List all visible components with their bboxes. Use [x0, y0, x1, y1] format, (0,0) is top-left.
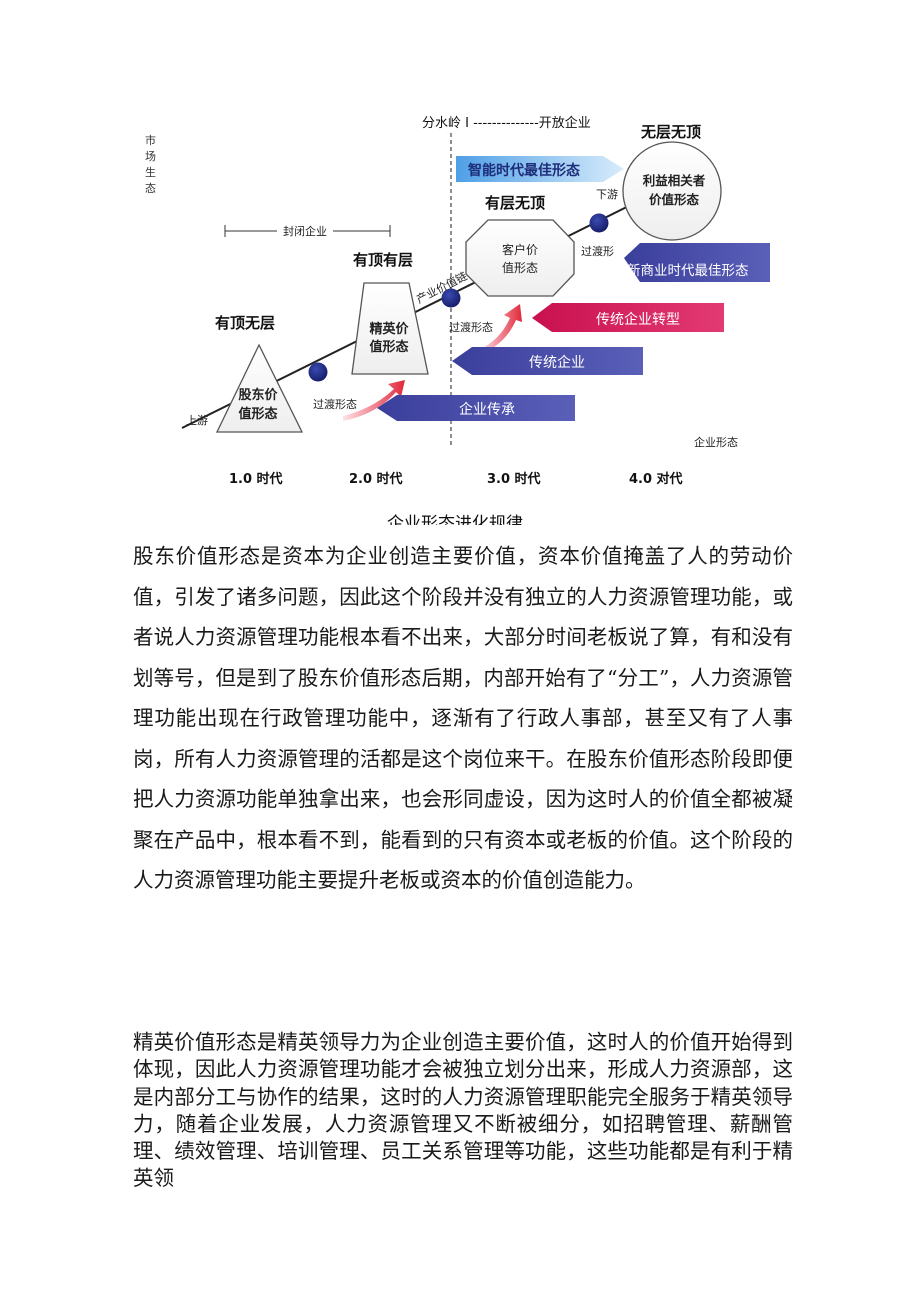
shareholder-triangle	[215, 343, 304, 433]
traditional-transform-label: 传统企业转型	[596, 311, 680, 328]
era-1-label: 1.0 时代	[229, 471, 283, 487]
upstream-label: 上游	[186, 414, 208, 427]
transition-dot-1	[308, 362, 328, 382]
form-3-line-1: 客户价	[502, 242, 538, 257]
diagram-caption: 企业形态进化规律	[387, 514, 523, 525]
transition-curve-arrow-1	[343, 380, 405, 421]
new-business-arrow	[624, 243, 770, 282]
form-2-line-1: 精英价	[369, 321, 409, 337]
stakeholder-circle	[622, 141, 722, 241]
form-2-top-label: 有顶有层	[353, 251, 413, 269]
downstream-label: 下游	[596, 188, 618, 201]
transition-label-3: 过渡形	[581, 244, 614, 258]
traditional-label: 传统企业	[529, 354, 585, 371]
smart-era-arrow	[456, 156, 624, 182]
elite-trapezoid	[351, 282, 429, 375]
watershed-label: 分水岭 I --------------开放企业	[422, 115, 591, 131]
transition-label-1: 过渡形态	[313, 397, 357, 411]
form-1-top-label: 有顶无层	[215, 314, 275, 332]
transition-label-2: 过渡形态	[449, 320, 493, 334]
era-2-label: 2.0 时代	[349, 471, 403, 487]
enterprise-evolution-diagram: 市 场 生 态 分水岭 I --------------开放企业 封闭企业 有顶…	[0, 0, 920, 525]
traditional-arrow	[452, 347, 643, 375]
form-1-line-1: 股东价	[238, 387, 278, 403]
paragraph-shareholder-form: 股东价值形态是资本为企业创造主要价值，资本价值掩盖了人的劳动价值，引发了诸多问题…	[133, 544, 793, 892]
smart-era-label: 智能时代最佳形态	[467, 162, 580, 179]
traditional-transform-arrow	[532, 303, 724, 332]
transition-dot-2	[441, 288, 461, 308]
enterprise-form-label: 企业形态	[694, 435, 738, 449]
form-2-line-2: 值形态	[369, 339, 408, 355]
industry-chain-label: 产业价值链	[414, 269, 469, 306]
form-3-top-label: 有层无顶	[485, 194, 545, 212]
closed-label-bg	[277, 223, 333, 239]
customer-octagon	[465, 219, 575, 297]
new-business-label: 新商业时代最佳形态	[627, 263, 749, 279]
form-1-line-2: 值形态	[238, 406, 277, 422]
form-4-top-label: 无层无顶	[640, 123, 701, 141]
inheritance-arrow	[377, 395, 575, 421]
market-ecology-label: 市 场 生 态	[145, 133, 160, 195]
form-4-line-2: 价值形态	[649, 192, 700, 207]
closed-enterprise-label: 封闭企业	[283, 224, 327, 238]
paragraph-elite-form: 精英价值形态是精英领导力为企业创造主要价值，这时人的价值开始得到体现，因此人力资…	[133, 1030, 793, 1191]
inheritance-label: 企业传承	[459, 401, 515, 418]
era-3-label: 3.0 时代	[487, 471, 541, 487]
era-4-label: 4.0 对代	[629, 471, 683, 487]
form-3-line-2: 值形态	[502, 260, 538, 275]
transition-curve-arrow-2	[480, 304, 522, 354]
transition-dot-3	[589, 213, 609, 233]
form-4-line-1: 利益相关者	[643, 173, 706, 188]
